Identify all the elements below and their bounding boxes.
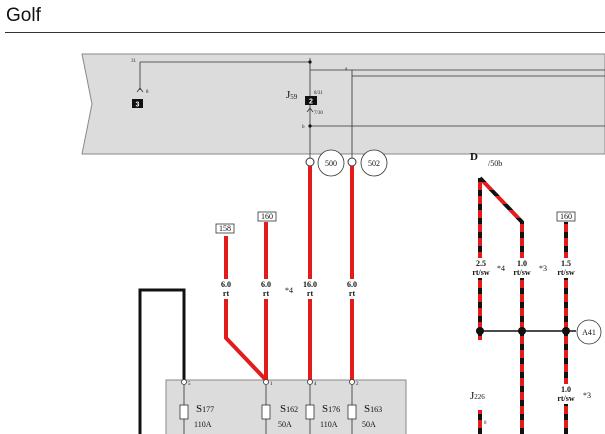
wire-color: rt/sw: [557, 268, 575, 277]
terminal-point: [349, 379, 355, 385]
wire-size: 1.0: [561, 385, 571, 394]
fuse-s176-label: S176: [322, 403, 340, 415]
terminal-label: 4: [314, 382, 317, 387]
ref-502-label: 502: [368, 159, 380, 168]
terminal-label: 1: [270, 382, 273, 387]
wire-gap: [476, 340, 486, 410]
header-divider: [5, 32, 605, 33]
connector-point: [305, 157, 315, 167]
wire-size: 2.5: [476, 259, 486, 268]
terminal-point: [263, 379, 269, 385]
ref-a41-label: A41: [582, 328, 596, 337]
wire-color: rt: [307, 289, 314, 298]
wire-size: 6.0: [221, 280, 231, 289]
relay-carrier-band: [81, 53, 605, 155]
junction-dot: [518, 327, 526, 335]
fuse-box: [165, 379, 407, 434]
switch-d-label: D: [470, 151, 478, 163]
fuse-symbol: [347, 404, 357, 420]
junction-dot: [308, 60, 312, 64]
terminal-point: [307, 379, 313, 385]
relay-3-contact: [136, 87, 144, 93]
label-bg: [555, 384, 577, 404]
wire-size: 6.0: [347, 280, 357, 289]
ref-tag-160-label: 160: [261, 212, 273, 221]
wire-color: rt/sw: [557, 394, 575, 403]
wire-size: 1.0: [517, 259, 527, 268]
pin-label: 7/30: [314, 111, 323, 116]
relay-j59-label: J59: [286, 89, 298, 101]
wire-color: rt/sw: [472, 268, 490, 277]
relay-3-box: [132, 99, 143, 108]
ref-circle-502: [360, 149, 388, 177]
ref-tag-160: [257, 211, 277, 222]
fuse-s162-label: S162: [280, 403, 298, 415]
label-bg: [344, 279, 360, 299]
pin-label: b: [302, 125, 305, 130]
wire-rtsw-2: [478, 176, 524, 434]
pin-label: 8/31: [314, 91, 323, 96]
junction-dot: [476, 327, 484, 335]
relay-j59-number: 2: [309, 99, 313, 106]
wire-size: 6.0: [261, 280, 271, 289]
wire-mark: *4: [285, 286, 293, 295]
terminal-label: 5: [188, 382, 191, 387]
ref-tag-158-label: 158: [219, 224, 231, 233]
ref-tag-158: [215, 223, 235, 234]
fuse-symbol: [305, 404, 315, 420]
wire-mark: *3: [583, 391, 591, 400]
label-bg: [470, 258, 492, 278]
ground-wire: [138, 288, 186, 434]
label-bg: [555, 258, 577, 278]
label-bg: [218, 279, 234, 299]
wire-size: 1.5: [561, 259, 571, 268]
fuse-symbol: [179, 404, 189, 420]
pin-label: 8: [484, 421, 487, 426]
page-title: Golf: [6, 5, 41, 26]
wire-color: rt/sw: [513, 268, 531, 277]
wire-size: 16.0: [303, 280, 317, 289]
label-bg: [511, 258, 533, 278]
wire-mark: *3: [539, 264, 547, 273]
terminal-point: [181, 379, 187, 385]
fuse-rating: 50A: [278, 420, 292, 429]
fuse-symbol: [261, 404, 271, 420]
ref-tag-160-label: 160: [560, 212, 572, 221]
wire-red-158: [224, 236, 268, 382]
junction-dot: [562, 327, 570, 335]
wire-color: rt: [349, 289, 356, 298]
relay-j59-contact: [306, 107, 314, 113]
pin-label: a: [345, 67, 348, 72]
pin-label: 8: [146, 90, 149, 95]
fuse-rating: 110A: [320, 420, 338, 429]
ref-circle-500: [317, 149, 345, 177]
fuse-s163-label: S163: [364, 403, 382, 415]
terminal-label: 2: [356, 382, 359, 387]
ref-circle-a41: [576, 319, 602, 345]
relay-3-number: 3: [136, 102, 140, 109]
page-header: Golf: [0, 0, 605, 34]
ref-tag-160: [556, 211, 576, 222]
switch-d-sub: /50b: [488, 159, 502, 168]
relay-j226-label: J226: [470, 390, 485, 402]
wire-mark: *4: [497, 264, 505, 273]
fuse-s177-label: S177: [196, 403, 214, 415]
label-bg: [258, 279, 274, 299]
pin-label: 31: [131, 59, 137, 64]
relay-j59-box: [305, 96, 317, 105]
fuse-rating: 50A: [362, 420, 376, 429]
junction-dot: [308, 124, 312, 128]
fuse-rating: 110A: [194, 420, 212, 429]
connector-point: [347, 157, 357, 167]
wire-color: rt: [263, 289, 270, 298]
ref-500-label: 500: [325, 159, 337, 168]
wire-color: rt: [223, 289, 230, 298]
label-bg: [300, 279, 320, 299]
